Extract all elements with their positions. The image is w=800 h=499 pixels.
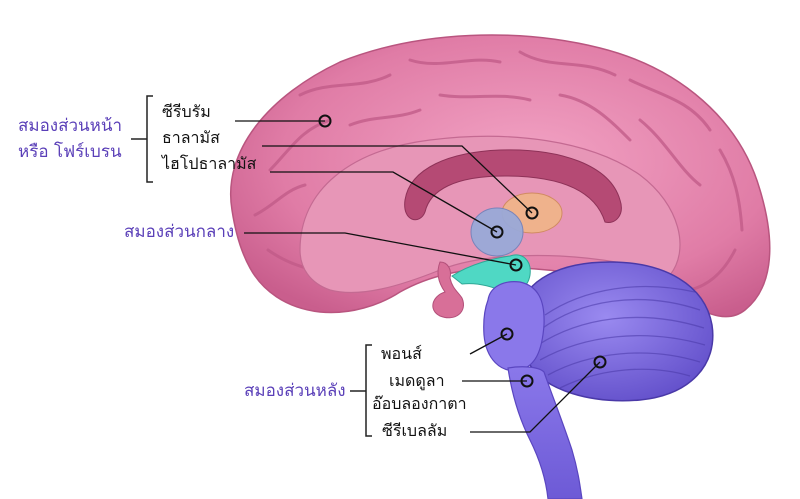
- label-medulla-line2: อ๊อบลองกาตา: [372, 394, 467, 413]
- label-hypothalamus: ไฮโปธาลามัส: [162, 154, 257, 173]
- leader-cerebellum: [470, 361, 601, 433]
- dot-hypothalamus: [490, 225, 504, 239]
- pons-shape: [483, 281, 545, 372]
- dot-cerebellum: [593, 355, 607, 369]
- medulla-shape: [507, 366, 583, 499]
- label-thalamus: ธาลามัส: [162, 128, 220, 147]
- dot-thalamus: [525, 206, 539, 220]
- cerebellum-shape: [518, 261, 714, 402]
- dot-midbrain: [509, 258, 523, 272]
- label-midbrain: สมองส่วนกลาง: [124, 222, 235, 242]
- label-pons: พอนส์: [381, 344, 422, 363]
- label-cerebrum: ซีรีบรัม: [162, 102, 211, 121]
- cerebellum-folia: [537, 285, 706, 389]
- label-forebrain-line2: หรือ โฟร์เบรน: [18, 142, 122, 162]
- leader-pons: [469, 333, 508, 355]
- label-cerebellum: ซีรีเบลลัม: [382, 421, 448, 440]
- pituitary-shape: [432, 261, 464, 319]
- dot-pons: [500, 327, 514, 341]
- leader-hypothalamus: [270, 171, 498, 233]
- dot-medulla: [520, 374, 534, 388]
- forebrain-bracket: [146, 95, 153, 183]
- label-forebrain-line1: สมองส่วนหน้า: [18, 116, 123, 136]
- hindbrain-bracket: [365, 344, 372, 437]
- dot-cerebrum: [318, 114, 332, 128]
- leader-midbrain: [244, 232, 517, 266]
- corpus-callosum: [404, 149, 622, 224]
- label-medulla-line1: เมดดูลา: [389, 371, 445, 390]
- label-hindbrain: สมองส่วนหลัง: [244, 381, 346, 401]
- leader-thalamus: [262, 145, 533, 214]
